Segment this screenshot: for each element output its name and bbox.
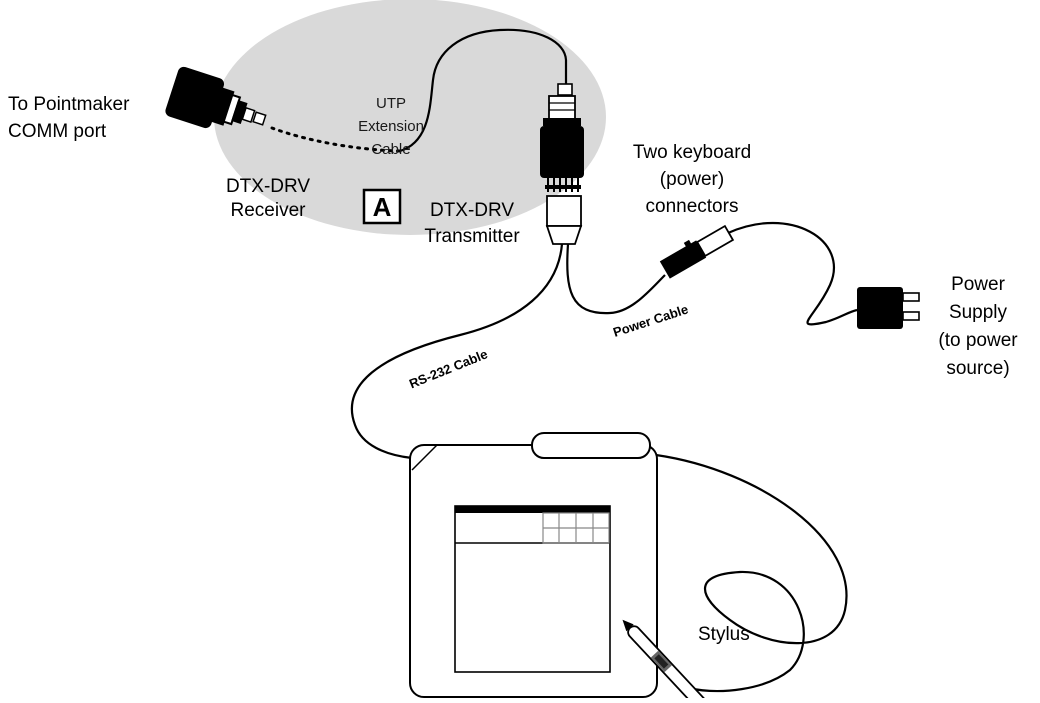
label-power-4: source) bbox=[946, 358, 1009, 379]
label-pointmaker-2: COMM port bbox=[8, 121, 107, 142]
receiver-connector-icon bbox=[165, 66, 267, 129]
label-utp-3: Cable bbox=[371, 141, 410, 158]
label-power-3: (to power bbox=[938, 330, 1018, 351]
label-stylus: Stylus bbox=[698, 624, 750, 645]
label-transmitter-1: DTX-DRV bbox=[430, 200, 514, 221]
label-keyboard-2: (power) bbox=[660, 169, 724, 190]
label-receiver-2: Receiver bbox=[231, 200, 307, 221]
utp-cable-solid bbox=[399, 28, 568, 153]
stylus-cable bbox=[655, 453, 848, 693]
label-pointmaker-1: To Pointmaker bbox=[8, 94, 130, 115]
power-plug-icon bbox=[857, 287, 920, 329]
label-utp-1: UTP bbox=[376, 95, 406, 112]
label-rs232-cable: RS-232 Cable bbox=[407, 346, 490, 391]
label-power-2: Supply bbox=[949, 302, 1008, 323]
graphics-tablet-icon bbox=[409, 432, 658, 698]
keyboard-connector-icon bbox=[659, 224, 735, 279]
power-cable bbox=[566, 243, 666, 315]
label-power-1: Power bbox=[951, 274, 1006, 295]
badge-a: A bbox=[362, 188, 402, 225]
transmitter-connector-icon bbox=[540, 83, 584, 245]
power-cable-2 bbox=[727, 222, 858, 326]
label-transmitter-2: Transmitter bbox=[424, 226, 520, 247]
badge-a-text: A bbox=[373, 192, 392, 222]
utp-cable-dotted bbox=[270, 126, 402, 153]
label-utp-2: Extension bbox=[358, 118, 424, 135]
rs232-cable bbox=[350, 243, 564, 460]
stylus-pen-icon bbox=[622, 619, 707, 703]
label-power-cable: Power Cable bbox=[611, 302, 690, 340]
label-receiver-1: DTX-DRV bbox=[226, 176, 310, 197]
label-keyboard-3: connectors bbox=[646, 196, 739, 217]
highlight-region bbox=[214, 0, 606, 235]
label-keyboard-1: Two keyboard bbox=[633, 142, 751, 163]
